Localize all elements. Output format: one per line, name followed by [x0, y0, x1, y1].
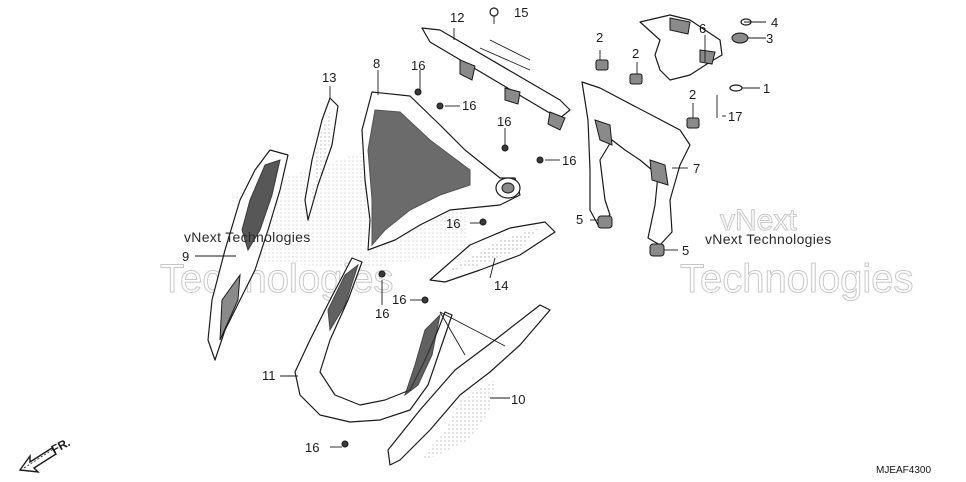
callout-1: 1: [763, 81, 770, 96]
callout-16-a: 16: [411, 58, 425, 73]
callout-3: 3: [766, 31, 773, 46]
part-7-stay: [581, 81, 691, 246]
callout-14: 14: [494, 278, 508, 293]
part-13-side-panel: [304, 97, 339, 221]
callout-10: 10: [511, 392, 525, 407]
callout-5-a: 5: [576, 212, 583, 227]
callout-6: 6: [699, 21, 706, 36]
callout-16-f: 16: [375, 306, 389, 321]
watermark-left-small: vNext Technologies: [184, 229, 311, 245]
leader-lines: [195, 21, 766, 448]
callout-12: 12: [450, 10, 464, 25]
callout-16-c: 16: [497, 114, 511, 129]
callout-13: 13: [322, 70, 336, 85]
callout-8: 8: [373, 56, 380, 71]
callout-17: 17: [728, 109, 742, 124]
part-12-bracket: [421, 27, 571, 131]
callout-16-g: 16: [392, 292, 406, 307]
front-arrow-marker: FR.: [18, 435, 72, 473]
part-8-upper-cowl: [361, 91, 521, 251]
callout-5-b: 5: [682, 243, 689, 258]
part-14-panel: [429, 221, 556, 283]
callout-16-b: 16: [462, 98, 476, 113]
callouts: 12 15 8 13 16 16 16 16 16 16 16 16 14 10…: [182, 5, 778, 455]
callout-16-e: 16: [446, 216, 460, 231]
callout-16-d: 16: [562, 153, 576, 168]
callout-2-a: 2: [596, 30, 603, 45]
callout-15: 15: [514, 5, 528, 20]
part-11-lower-cowl: [294, 257, 453, 423]
callout-2-b: 2: [632, 46, 639, 61]
callout-4: 4: [771, 15, 778, 30]
callout-7: 7: [693, 161, 700, 176]
front-arrow-icon: [18, 447, 57, 473]
part-9-left-cowl: [207, 149, 289, 361]
watermark-right-big: Technologies: [680, 257, 914, 301]
watermark-right-small: vNext Technologies: [705, 231, 832, 247]
callout-16-h: 16: [305, 440, 319, 455]
callout-9: 9: [182, 249, 189, 264]
callout-2-c: 2: [689, 87, 696, 102]
watermark-right-top: vNext: [720, 204, 797, 237]
part-10-lower-side-panel: [387, 304, 551, 466]
part-6-upper-bracket: [639, 14, 723, 81]
grommets: [595, 18, 752, 257]
diagram-code: MJEAF4300: [876, 465, 931, 476]
callout-11: 11: [262, 368, 276, 383]
